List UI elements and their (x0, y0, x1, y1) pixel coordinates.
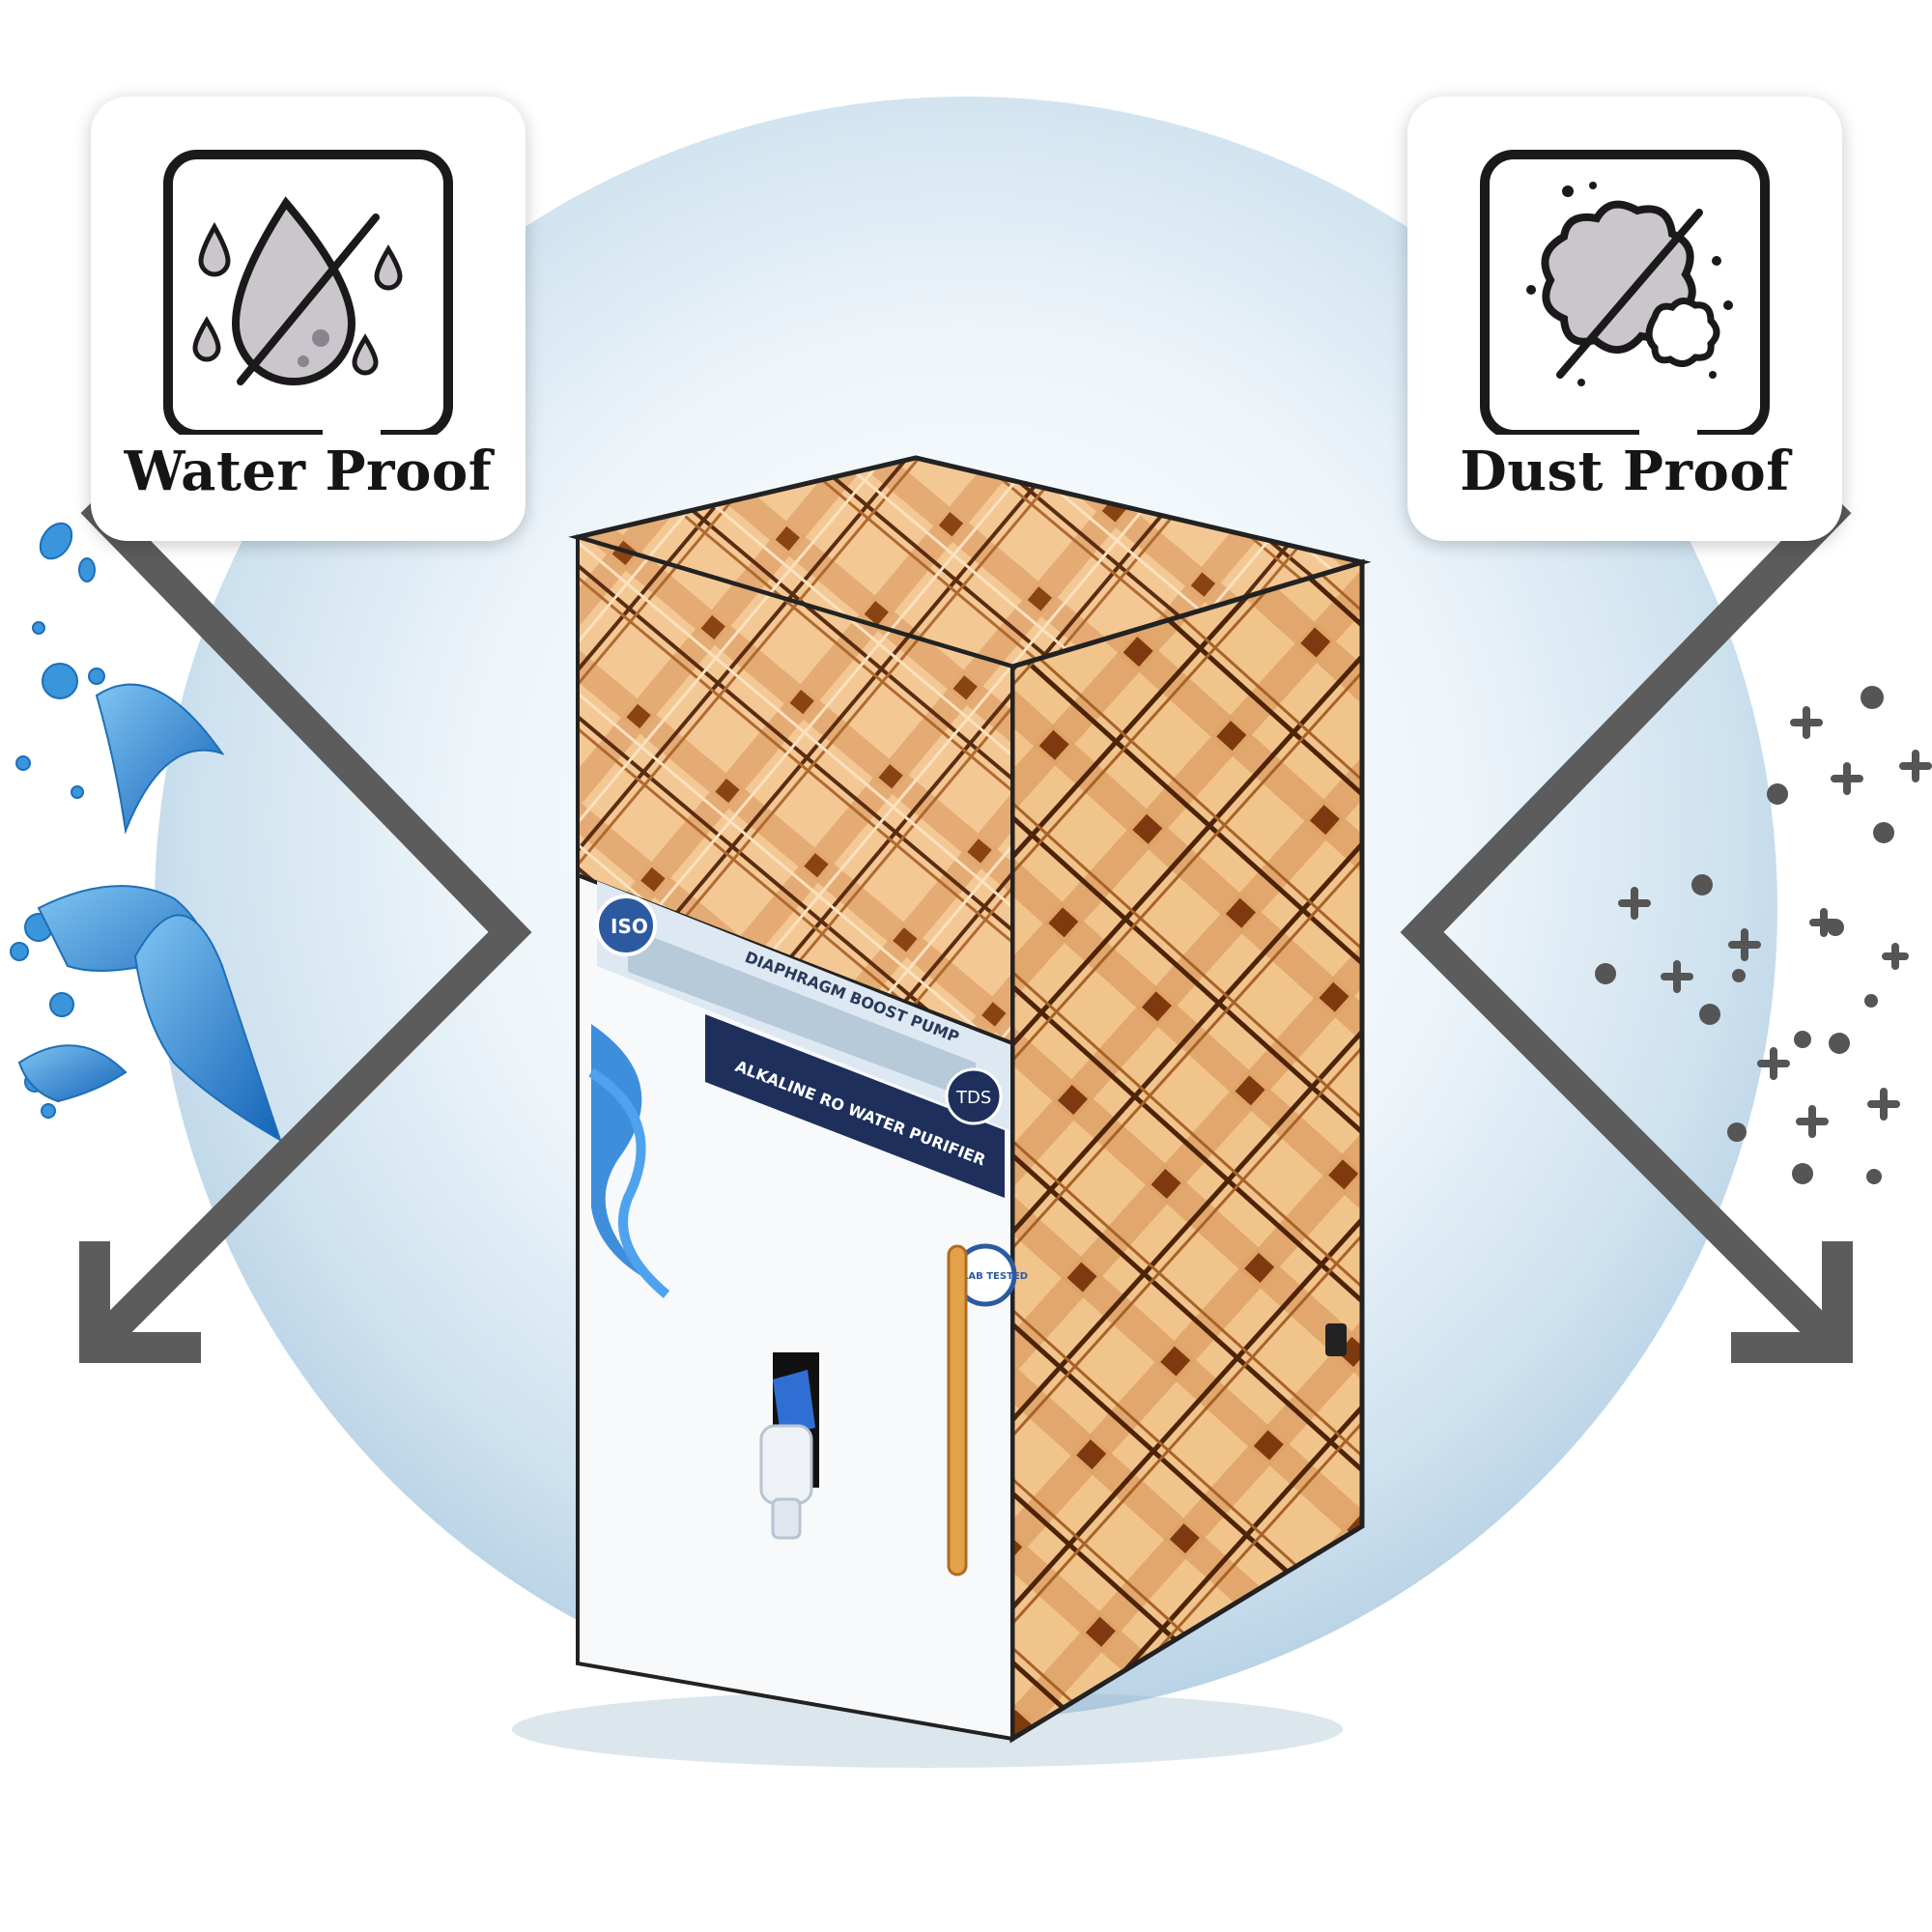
tds-badge-text: TDS (955, 1088, 991, 1108)
dust-plus-marks (1618, 706, 1932, 1138)
tap-body (759, 1424, 813, 1505)
dust-particles (1595, 686, 1894, 1184)
water-proof-card: Water Proof (91, 97, 526, 541)
dust-proof-label: Dust Proof (1460, 440, 1790, 503)
iso-badge (595, 895, 657, 956)
iso-badge-text: ISO (611, 915, 648, 938)
water-splash (10, 522, 282, 1143)
water-drop-crossed-icon (163, 150, 453, 435)
water-level-indicator (947, 1244, 968, 1577)
water-proof-label: Water Proof (124, 440, 493, 503)
dust-cloud-crossed-icon (1480, 150, 1770, 435)
lab-badge-text: LAB TESTED (962, 1271, 1028, 1282)
tds-badge (945, 1067, 1003, 1125)
cover-fastener (1325, 1323, 1347, 1356)
cover-front-window (576, 872, 1014, 1742)
dust-proof-card: Dust Proof (1407, 97, 1842, 541)
purifier-cover: ALKALINE RO WATER PURIFIER DIAPHRAGM BOO… (512, 455, 1372, 1768)
right-arrow (1400, 491, 1853, 1363)
left-arrow (79, 491, 532, 1363)
tap-handle (773, 1370, 815, 1435)
